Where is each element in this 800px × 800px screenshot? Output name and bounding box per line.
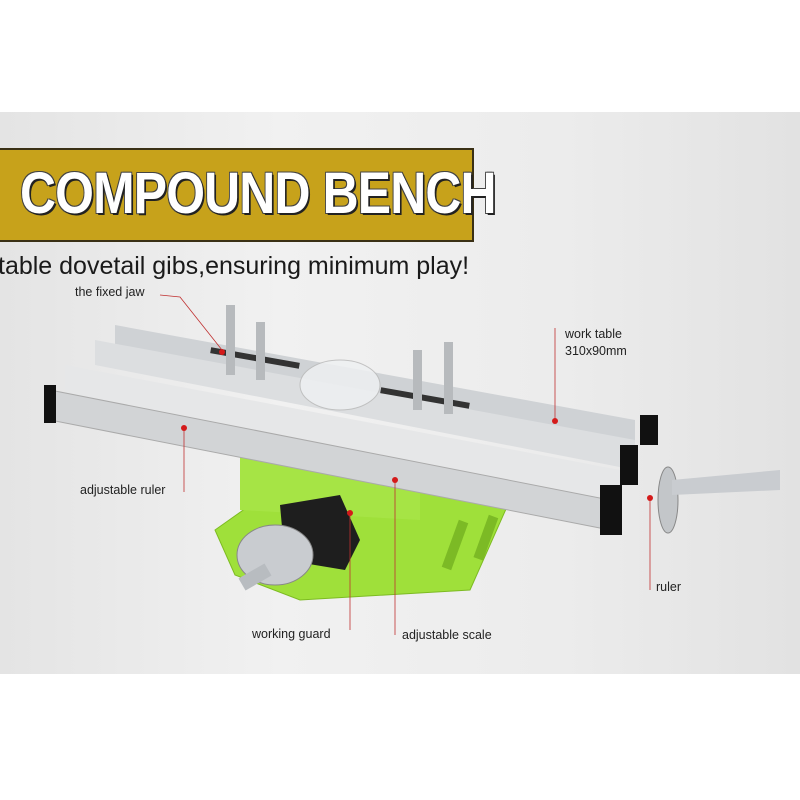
label-adjustable-scale: adjustable scale: [402, 628, 492, 642]
subtitle: table dovetail gibs,ensuring minimum pla…: [0, 252, 470, 280]
label-work-table-size: 310x90mm: [565, 344, 627, 358]
marker-dot: [347, 510, 353, 516]
label-work-table: work table: [565, 327, 622, 341]
marker-dot: [647, 495, 653, 501]
marker-dot: [219, 349, 225, 355]
marker-dot: [181, 425, 187, 431]
label-fixed-jaw: the fixed jaw: [75, 285, 145, 299]
handwheel-right: [657, 466, 679, 534]
marker-dot: [552, 418, 558, 424]
title-banner: [0, 148, 474, 242]
banner-title: COMPOUND BENCH: [20, 161, 497, 226]
label-working-guard: working guard: [252, 627, 331, 641]
label-ruler: ruler: [656, 580, 682, 594]
marker-dot: [392, 477, 398, 483]
label-adjustable-ruler: adjustable ruler: [80, 483, 166, 497]
